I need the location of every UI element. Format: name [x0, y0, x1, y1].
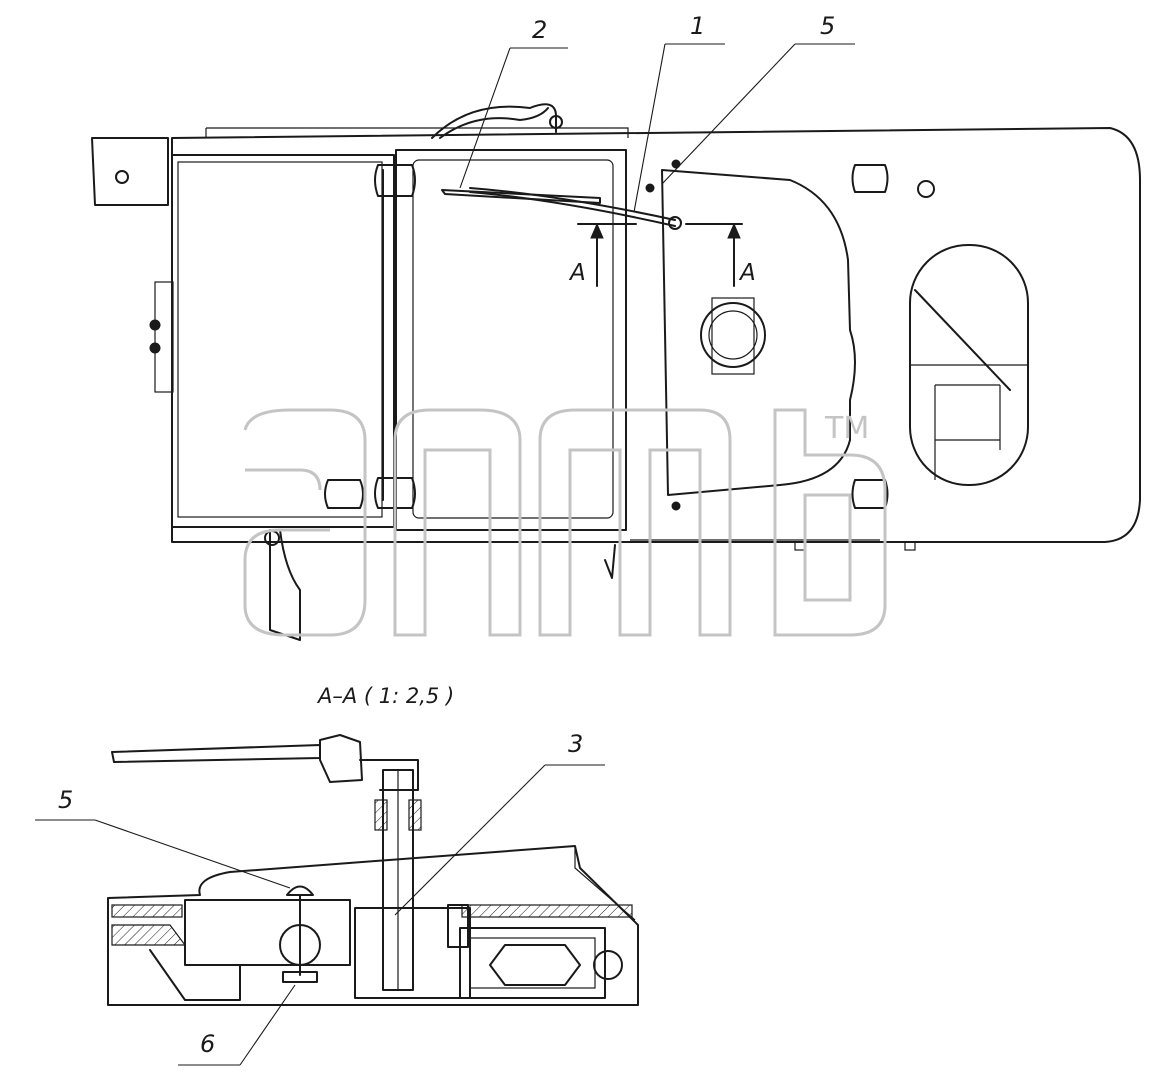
- motor-body: [489, 944, 581, 986]
- roof-top-rail: [206, 127, 629, 138]
- center-window-glass: [412, 159, 614, 519]
- roof-lamp-bottom: [851, 479, 889, 509]
- roof-inner-contour: [661, 169, 856, 496]
- side-connector-plate: [154, 281, 174, 393]
- left-hatch-glass: [177, 161, 383, 518]
- section-bracket-box: [184, 899, 351, 966]
- roof-panel-left-lower: [111, 924, 187, 946]
- view-letter-left: A: [568, 260, 586, 286]
- section-roof-skin: [107, 845, 639, 1006]
- callout-2: 2: [532, 16, 547, 44]
- wiper-arm: [469, 187, 676, 221]
- wiper-cable: [431, 103, 557, 139]
- cab-top-view: A A: [91, 103, 1141, 641]
- section-wiper-arm: [111, 744, 321, 763]
- round-hatch: [700, 302, 766, 368]
- watermark-tm: TM: [824, 411, 869, 446]
- fastener-5: [286, 885, 314, 896]
- hinge-bottom-left: [324, 479, 364, 509]
- view-letter-right: A: [738, 260, 756, 286]
- roof-panel-left: [111, 904, 183, 918]
- round-hatch-base: [711, 297, 755, 375]
- roof-vent: [917, 180, 935, 198]
- callout-5-top: 5: [820, 12, 835, 40]
- left-bracket-hole: [115, 170, 129, 184]
- wiper-blade: [441, 189, 601, 204]
- center-window-frame: [395, 149, 627, 531]
- hinge-bottom: [374, 477, 416, 509]
- roof-lamp-top: [851, 164, 889, 193]
- hinge-top: [374, 164, 416, 197]
- section-callouts: 3 5 6: [35, 730, 605, 1066]
- section-a-a-view: [107, 734, 639, 1006]
- hatch-handle: [269, 529, 301, 641]
- callout-5-section: 5: [58, 786, 73, 814]
- top-callouts: 2 1 5: [459, 12, 855, 213]
- roof-outline: [171, 127, 1141, 543]
- watermark-logo: TM: [243, 408, 887, 637]
- clamp-6: [282, 971, 318, 983]
- callout-3: 3: [568, 730, 583, 758]
- callout-6: 6: [200, 1030, 215, 1058]
- left-bracket: [91, 137, 169, 206]
- roof-panel-right: [461, 904, 633, 918]
- section-title: A–A ( 1: 2,5 ): [316, 684, 454, 708]
- callout-1: 1: [690, 12, 705, 40]
